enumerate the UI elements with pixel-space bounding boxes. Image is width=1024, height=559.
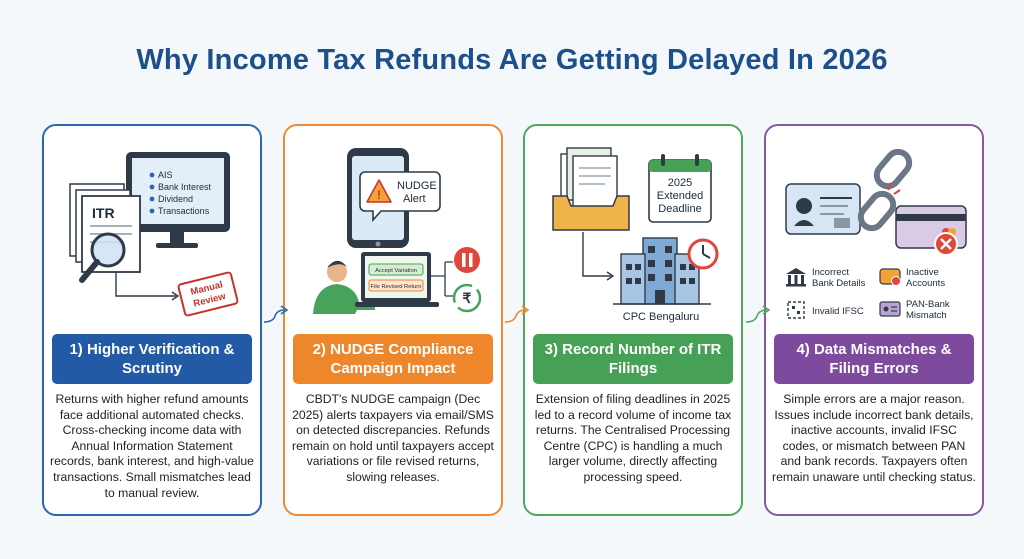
file-tray-icon (552, 147, 630, 231)
monitor-item-bank-interest: Bank Interest (158, 182, 212, 192)
issue-text-3: Invalid IFSC (812, 306, 864, 317)
alert-text-1: NUDGE (397, 180, 437, 192)
card-verification-scrutiny: AIS Bank Interest Dividend Transactions … (42, 124, 262, 516)
card-record-filings: 2025 Extended Deadline (523, 124, 743, 516)
issue-text-2a: Inactive (906, 267, 939, 278)
rupee-icon: ₹ (452, 283, 482, 313)
stamp-icon: Manual Review (177, 271, 239, 317)
issue-text-2b: Accounts (906, 278, 945, 289)
card-heading: 4) Data Mismatches & Filing Errors (774, 334, 974, 384)
accept-variation-button: Accept Variation (375, 268, 417, 274)
illustration-nudge: ! NUDGE Alert Accept Variation File Revi… (285, 126, 501, 326)
issue-pan-bank-mismatch: PAN-Bank Mismatch (879, 299, 950, 321)
broken-chain-icon (857, 148, 913, 232)
calendar-text-3: Deadline (658, 203, 701, 215)
id-card-icon (785, 183, 861, 235)
illustration-mismatches: Incorrect Bank Details Inactive Accounts… (766, 126, 982, 326)
alert-bubble: ! NUDGE Alert (359, 171, 441, 223)
card-description: Returns with higher refund amounts face … (50, 392, 254, 500)
bank-icon (786, 268, 806, 287)
pan-card-icon (879, 301, 901, 317)
svg-text:!: ! (377, 188, 381, 202)
issue-text-1b: Bank Details (812, 278, 866, 289)
itr-doc-label: ITR (92, 205, 115, 221)
cpc-label: CPC Bengaluru (623, 311, 699, 323)
calendar-icon: 2025 Extended Deadline (648, 154, 712, 223)
qr-code-icon (787, 301, 805, 319)
illustration-filings: 2025 Extended Deadline (525, 126, 741, 326)
wallet-icon (879, 268, 901, 286)
monitor-item-transactions: Transactions (158, 206, 210, 216)
monitor-item-dividend: Dividend (158, 194, 193, 204)
card-description: CBDT's NUDGE campaign (Dec 2025) alerts … (292, 392, 494, 484)
file-revised-return-button: File Revised Return (371, 284, 422, 290)
flow-arrow-icon (745, 305, 771, 323)
flow-arrow-icon (263, 305, 289, 323)
monitor-icon: AIS Bank Interest Dividend Transactions (126, 152, 230, 248)
card-heading: 3) Record Number of ITR Filings (533, 334, 733, 384)
issue-text-4a: PAN-Bank (906, 299, 950, 310)
svg-text:₹: ₹ (463, 290, 472, 306)
issue-incorrect-bank-details: Incorrect Bank Details (786, 267, 866, 289)
clock-icon (687, 238, 719, 270)
illustration-verification: AIS Bank Interest Dividend Transactions … (44, 126, 260, 326)
warning-icon: ! (366, 179, 392, 203)
issue-text-4b: Mismatch (906, 310, 947, 321)
issue-invalid-ifsc: Invalid IFSC (787, 301, 864, 319)
card-heading: 1) Higher Verification & Scrutiny (52, 334, 252, 384)
calendar-text-2: Extended (657, 190, 703, 202)
page-title: Why Income Tax Refunds Are Getting Delay… (136, 44, 888, 76)
issue-text-1a: Incorrect (812, 267, 849, 278)
flow-arrow-icon (504, 305, 530, 323)
card-data-mismatches: Incorrect Bank Details Inactive Accounts… (764, 124, 984, 516)
monitor-item-ais: AIS (158, 170, 173, 180)
magnifier-icon (79, 232, 126, 283)
card-description: Extension of filing deadlines in 2025 le… (534, 392, 732, 484)
laptop-screen: Accept Variation File Revised Return (355, 252, 439, 307)
card-description: Simple errors are a major reason. Issues… (772, 392, 976, 484)
pause-icon (454, 247, 480, 273)
card-nudge-campaign: ! NUDGE Alert Accept Variation File Revi… (283, 124, 503, 516)
alert-text-2: Alert (403, 193, 426, 205)
issue-inactive-accounts: Inactive Accounts (879, 267, 945, 289)
calendar-year: 2025 (668, 177, 692, 189)
error-icon (934, 232, 958, 256)
card-heading: 2) NUDGE Compliance Campaign Impact (293, 334, 493, 384)
building-icon (613, 237, 711, 305)
